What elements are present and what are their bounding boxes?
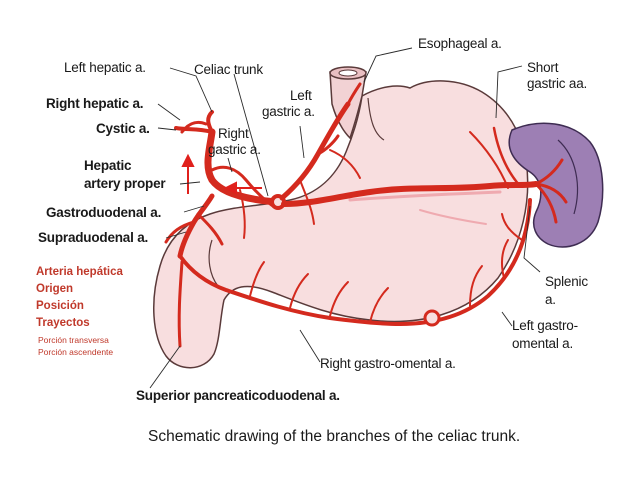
splenic-label-line1: Splenic [545,274,588,289]
notes-item-trayectos: Trayectos [36,317,90,329]
short-gastric-label-line2: gastric aa. [527,76,588,91]
right-gastric-label-line2: gastric a. [208,142,261,157]
lesser-curvature [367,97,385,141]
figure-caption: Schematic drawing of the branches of the… [148,428,521,445]
celiac-trunk-label: Celiac trunk [194,62,263,77]
hepatic-proper-label-line1: Hepatic [84,158,132,173]
left-gastric-label-line1: Left [290,88,312,103]
arteries [164,82,568,348]
annotation-arrows [181,153,262,195]
left-gastric-label-line2: gastric a. [262,104,315,119]
hepatic-proper-label-line2: artery proper [84,176,166,191]
superior-pancreaticoduodenal-label: Superior pancreaticoduodenal a. [136,388,340,403]
spleen [508,122,604,248]
stomach [153,80,529,369]
notes-subitem-ascendente: Porción ascendente [38,347,114,357]
notes-title: Arteria hepática [36,266,123,278]
left-hepatic-label: Left hepatic a. [64,60,146,75]
duodenum-contour [208,239,219,287]
splenic-label-line2: a. [545,292,556,307]
short-gastric-label-line1: Short [527,60,559,75]
right-hepatic-label: Right hepatic a. [46,96,144,111]
leader-lines [149,47,541,389]
right-gastro-omental-label: Right gastro-omental a. [320,356,456,371]
left-gastro-omental-label-line2: omental a. [512,336,574,351]
esophageal-label: Esophageal a. [418,36,502,51]
notes-subitem-transversa: Porción transversa [38,335,109,345]
gastroduodenal-label: Gastroduodenal a. [46,205,162,220]
notes-item-origen: Origen [36,283,74,295]
supraduodenal-label: Supraduodenal a. [38,230,149,245]
right-gastric-label-line1: Right [218,126,249,141]
cystic-label: Cystic a. [96,121,150,136]
left-gastro-omental-label-line1: Left gastro- [512,318,578,333]
notes-item-posicion: Posición [36,300,84,312]
